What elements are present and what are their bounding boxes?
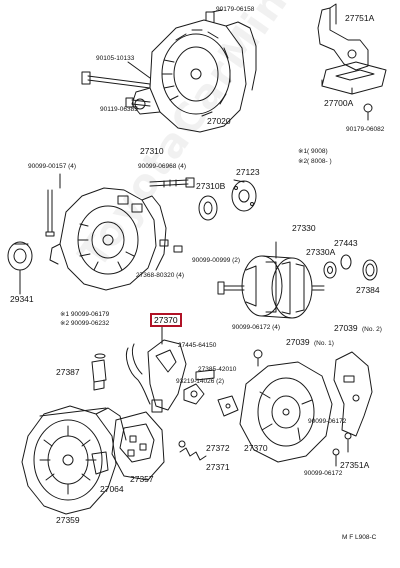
regulator-27700A[interactable]: [321, 61, 387, 95]
rectifier-27357[interactable]: [111, 411, 165, 481]
label-27020[interactable]: 27020: [207, 116, 231, 126]
label-27385-42010[interactable]: 27385-42010: [198, 366, 237, 373]
label-27330A[interactable]: 27330A: [306, 247, 336, 257]
label-27387[interactable]: 27387: [56, 367, 80, 377]
label-27039-no2: (No. 2): [362, 326, 382, 333]
note-top-right-1: ※1( 9008): [298, 148, 328, 155]
label-27384[interactable]: 27384: [356, 285, 380, 295]
bearing-27330A[interactable]: [323, 261, 337, 279]
label-90099-06968[interactable]: 90099-06968 (4): [138, 163, 187, 170]
label-27700A[interactable]: 27700A: [324, 98, 354, 108]
collar-27443[interactable]: [340, 254, 352, 270]
plate-27372[interactable]: [217, 395, 239, 417]
spring-27371[interactable]: [178, 440, 207, 461]
screw-90179-06082[interactable]: [363, 103, 373, 121]
cover-27123[interactable]: [231, 180, 257, 212]
label-29341[interactable]: 29341: [10, 294, 34, 304]
label-90099-00157[interactable]: 90099-00157 (4): [28, 163, 77, 170]
label-27123[interactable]: 27123: [236, 167, 260, 177]
label-27357[interactable]: 27357: [130, 474, 154, 484]
screw-90099-06172[interactable]: [253, 349, 263, 367]
label-90119-06385[interactable]: 90119-06385: [100, 106, 138, 113]
rotor-27330[interactable]: [217, 255, 325, 319]
label-90099-06172-a[interactable]: 90099-06172 (4): [232, 324, 281, 331]
label-27039-no1: (No. 1): [314, 340, 334, 347]
label-90099-06172-b[interactable]: 90099-06172: [308, 418, 347, 425]
label-27751A[interactable]: 27751A: [345, 13, 375, 23]
footer-code: M F L908-C: [342, 534, 377, 541]
label-90099-06172-c[interactable]: 90099-06172: [304, 470, 343, 477]
bolt-90099-00157[interactable]: [45, 189, 55, 237]
label-90105-10133[interactable]: 90105-10133: [96, 55, 135, 62]
drive-end-frame-27359[interactable]: [21, 405, 127, 515]
bolt-90119-06385[interactable]: [125, 97, 151, 108]
label-27370[interactable]: 27370: [244, 443, 268, 453]
insulator-27064[interactable]: [91, 451, 109, 475]
label-27064[interactable]: 27064: [100, 484, 124, 494]
label-27351A[interactable]: 27351A: [340, 460, 370, 470]
label-27445-64150[interactable]: 27445-64150: [178, 342, 217, 349]
label-27039-b[interactable]: 27039: [286, 337, 310, 347]
label-90179-06158[interactable]: 90179-06158: [216, 6, 255, 13]
note-left-1: ※1 90099-06179: [60, 311, 110, 318]
label-90099-00999[interactable]: 90099-00999 (2): [192, 257, 241, 264]
bolt-90099-06968[interactable]: [149, 177, 195, 188]
label-27330[interactable]: 27330: [292, 223, 316, 233]
screw-90099-06172-lower[interactable]: [332, 448, 340, 467]
brush-holder-27370[interactable]: [125, 339, 187, 413]
label-27368-80320[interactable]: 27368-80320 (4): [136, 272, 185, 279]
alternator-assembly-27020[interactable]: [131, 11, 257, 133]
label-27039[interactable]: 27039: [334, 323, 358, 333]
label-27310[interactable]: 27310: [140, 146, 164, 156]
bracket-27385-42010[interactable]: [183, 369, 215, 405]
rectifier-end-frame[interactable]: [49, 187, 167, 291]
insulator-90099-00999[interactable]: [159, 239, 183, 253]
label-27310B[interactable]: 27310B: [196, 181, 226, 191]
note-top-right-2: ※2( 8008- ): [298, 158, 332, 165]
terminal-27387[interactable]: [91, 353, 107, 391]
label-27443[interactable]: 27443: [334, 238, 358, 248]
retainer-27384[interactable]: [362, 259, 378, 281]
bracket-27751A[interactable]: [317, 3, 369, 71]
rear-end-cover-27039[interactable]: [239, 361, 333, 463]
bearing-29341[interactable]: [7, 241, 33, 271]
bracket-27351A[interactable]: [333, 351, 373, 453]
label-27371[interactable]: 27371: [206, 462, 230, 472]
label-90179-06082[interactable]: 90179-06082: [346, 126, 385, 133]
highlighted-part-27370[interactable]: 27370: [150, 313, 182, 327]
label-27372[interactable]: 27372: [206, 443, 230, 453]
note-left-2: ※2 90099-06232: [60, 320, 110, 327]
label-27359[interactable]: 27359: [56, 515, 80, 525]
bearing-27310B[interactable]: [198, 195, 218, 221]
label-93219-14026[interactable]: 93219-14026 (2): [176, 378, 225, 385]
bolt-90105-10133[interactable]: [81, 71, 151, 89]
